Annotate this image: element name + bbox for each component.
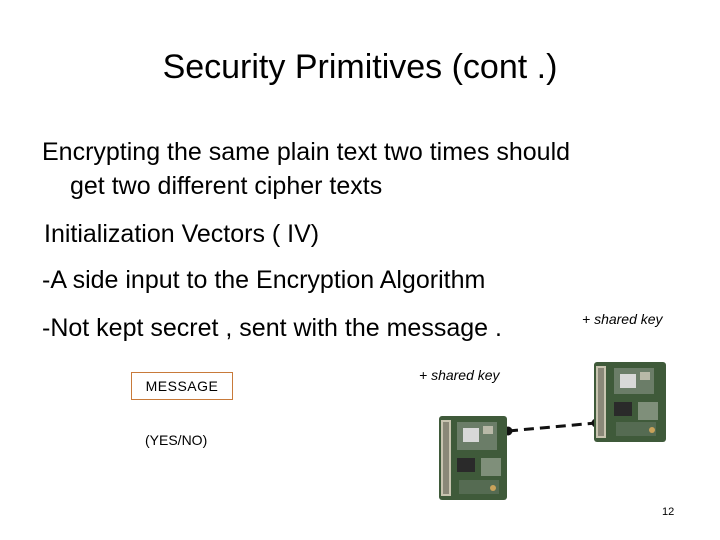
body-line-2: get two different cipher texts (70, 172, 383, 200)
sensor-node-icon (439, 416, 507, 500)
yes-no-label: (YES/NO) (145, 432, 208, 448)
body-line-4: -A side input to the Encryption Algorith… (42, 266, 486, 294)
shared-key-label-mid: + shared key (419, 367, 500, 383)
shared-key-label-top: + shared key (582, 311, 663, 327)
dashed-link-line (507, 421, 597, 433)
page-number: 12 (662, 506, 675, 518)
slide-title: Security Primitives (cont .) (162, 48, 558, 86)
message-box: MESSAGE (131, 372, 233, 400)
sensor-node-icon (594, 362, 666, 442)
body-line-3: Initialization Vectors ( IV) (44, 220, 320, 248)
body-line-1: Encrypting the same plain text two times… (42, 138, 571, 166)
body-line-5: -Not kept secret , sent with the message… (42, 314, 502, 342)
